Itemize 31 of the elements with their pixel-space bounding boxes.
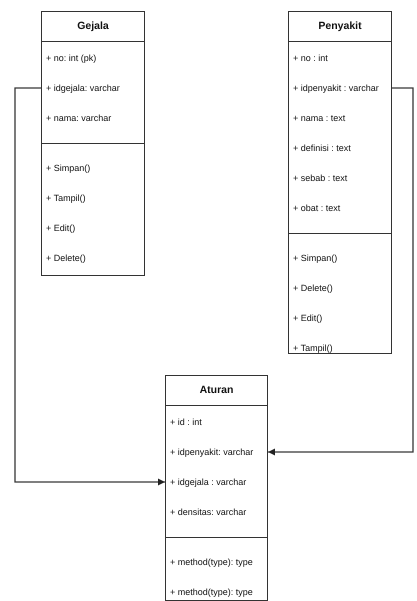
connector-arrow — [14, 87, 165, 486]
attribute-text: + no : int — [293, 53, 328, 64]
method-text: + Delete() — [293, 283, 333, 294]
attribute-text: + sebab : text — [293, 173, 348, 184]
attribute-text: + densitas: varchar — [170, 507, 246, 518]
attribute-text: + idgejala: varchar — [46, 83, 120, 94]
class-box — [165, 375, 268, 601]
class-name: Gejala — [76, 21, 110, 32]
connector-arrow — [268, 87, 414, 456]
method-text: + Edit() — [293, 313, 322, 324]
attribute-text: + obat : text — [293, 203, 340, 214]
class-name: Penyakit — [317, 21, 363, 32]
attribute-text: + nama : text — [293, 113, 346, 124]
method-text: + method(type): type — [170, 587, 253, 598]
class-name: Aturan — [198, 385, 234, 396]
class-box — [41, 11, 145, 276]
attribute-text: + no: int (pk) — [46, 53, 96, 64]
attribute-text: + idpenyakit: varchar — [170, 447, 254, 458]
attribute-text: + idpenyakit : varchar — [293, 83, 379, 94]
method-text: + Simpan() — [293, 253, 338, 264]
attribute-text: + definisi : text — [293, 143, 351, 154]
attribute-text: + id : int — [170, 417, 202, 428]
class-box — [288, 11, 392, 354]
method-text: + Simpan() — [46, 163, 90, 174]
attribute-text: + idgejala : varchar — [170, 477, 246, 488]
method-text: + Tampil() — [46, 193, 86, 204]
attribute-text: + nama: varchar — [46, 113, 112, 124]
method-text: + Delete() — [46, 253, 86, 264]
method-text: + method(type): type — [170, 557, 253, 568]
method-text: + Edit() — [46, 223, 76, 234]
method-text: + Tampil() — [293, 343, 333, 354]
